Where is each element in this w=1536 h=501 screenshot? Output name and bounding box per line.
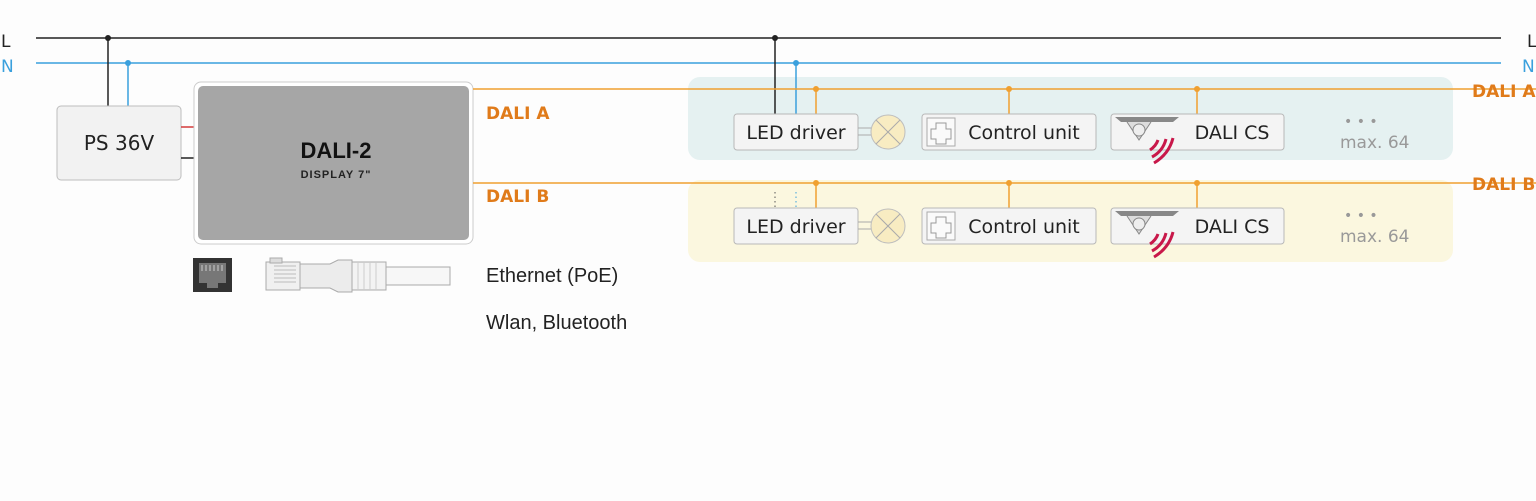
bus-b-control-unit: Control unit: [921, 207, 1097, 245]
bus-a-sensor-icon: [1115, 117, 1179, 165]
bus-b-control-unit-icon: [926, 211, 956, 241]
wireless-label: Wlan, Bluetooth: [486, 312, 627, 334]
ethernet-label: Ethernet (PoE): [486, 265, 618, 287]
dali-b-junction-sensor: [1194, 180, 1200, 186]
bus-b-max-label: max. 64: [1340, 227, 1409, 247]
bus-a-dali-cs: DALI CS: [1110, 113, 1285, 165]
bus-b-lamp-icon: [870, 208, 906, 244]
n-label-right: N: [1522, 57, 1535, 77]
power-supply-box: [56, 105, 182, 181]
controller-subtitle: DISPLAY 7": [301, 169, 372, 181]
ps-n-junction: [125, 60, 131, 66]
n-label-left: N: [1, 57, 14, 77]
ethernet-port-icon: [193, 258, 232, 292]
bus-a-more-dots: • • •: [1344, 114, 1378, 130]
dali-b-label-right: DALI B: [1472, 175, 1535, 195]
bus-a-control-unit: Control unit: [921, 113, 1097, 151]
bus-a-led-driver: LED driver: [733, 113, 859, 151]
bus-a-lamp-link: [858, 127, 871, 136]
ps-l-junction: [105, 35, 111, 41]
bus-a-lamp-icon: [870, 114, 906, 150]
bus-b-lamp-link: [858, 221, 871, 230]
dali-a-label-left: DALI A: [486, 104, 550, 124]
bus-b-dali-cs-label: DALI CS: [1195, 216, 1270, 238]
bus-a-max-label: max. 64: [1340, 133, 1409, 153]
dali-a-label-right: DALI A: [1472, 82, 1536, 102]
dali-a-junction-driver: [813, 86, 819, 92]
bus-b-sensor-icon: [1115, 211, 1179, 259]
dali-b-junction-driver: [813, 180, 819, 186]
dali-a-junction-sensor: [1194, 86, 1200, 92]
bus-a-control-unit-label: Control unit: [968, 122, 1080, 144]
bus-a-dali-cs-label: DALI CS: [1195, 122, 1270, 144]
l-label-left: L: [1, 32, 11, 52]
bus-b-more-dots: • • •: [1344, 208, 1378, 224]
bus-b-dali-cs: DALI CS: [1110, 207, 1285, 259]
ethernet-cable-icon: [265, 257, 451, 293]
bus-b-led-driver: LED driver: [733, 207, 859, 245]
controller-screen: [198, 86, 469, 240]
bus-b-led-driver-label: LED driver: [746, 216, 845, 238]
dali-b-label-left: DALI B: [486, 187, 549, 207]
controller-title: DALI-2: [301, 138, 372, 163]
power-supply-label: PS 36V: [84, 131, 155, 155]
dali-b-junction-control: [1006, 180, 1012, 186]
bus-b-control-unit-label: Control unit: [968, 216, 1080, 238]
dali-a-junction-control: [1006, 86, 1012, 92]
bus-a-control-unit-icon: [926, 117, 956, 147]
l-label-right: L: [1527, 32, 1536, 52]
driver-l-junction: [772, 35, 778, 41]
driver-n-junction: [793, 60, 799, 66]
bus-a-led-driver-label: LED driver: [746, 122, 845, 144]
